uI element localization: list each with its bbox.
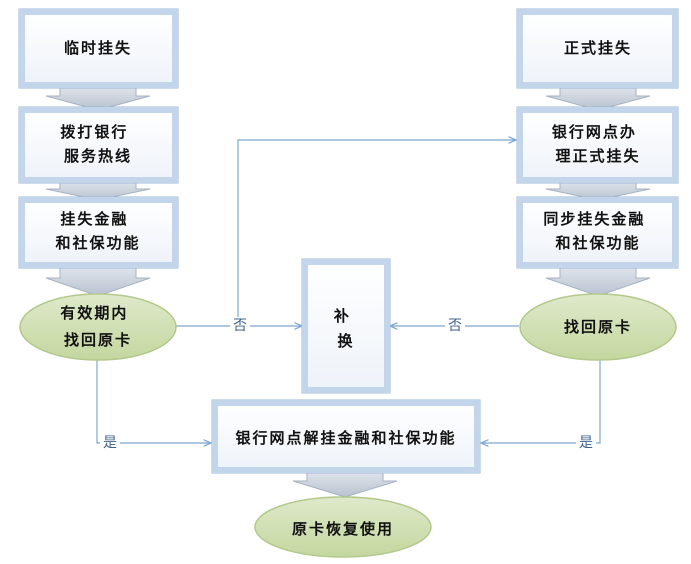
svg-text:银行网点办 理正式挂失: 银行网点办 理正式挂失 [552, 123, 644, 165]
node-temporary-loss: 临时挂失 [18, 8, 179, 89]
node-label: 找回原卡 [564, 318, 632, 336]
node-unfreeze: 银行网点解挂金融和社保功能 [211, 399, 481, 474]
svg-text:挂失金融 和社保功能: 挂失金融 和社保功能 [55, 210, 140, 252]
edge-label-right-no: 否 [445, 317, 465, 335]
edge-label-left-yes: 是 [100, 434, 120, 452]
node-label-line-2: 和社保功能 [555, 234, 640, 252]
node-label-line-2: 换 [337, 332, 354, 350]
node-branch-formal-loss: 银行网点办 理正式挂失 [516, 106, 679, 184]
node-label-line-1: 挂失金融 [60, 210, 128, 228]
node-found-in-period: 有效期内 找回原卡 [19, 293, 177, 361]
node-label-line-2: 理正式挂失 [555, 147, 640, 165]
connector-left-yes [96, 360, 211, 443]
svg-text:补 换: 补 换 [333, 307, 358, 350]
connector-right-yes [481, 360, 601, 443]
node-found-card: 找回原卡 [519, 293, 677, 361]
edge-label-right-yes: 是 [576, 434, 596, 452]
node-label-line-1: 有效期内 [60, 304, 128, 322]
node-label: 正式挂失 [564, 39, 632, 57]
flow-arrow-left-3 [45, 263, 151, 297]
svg-text:同步挂失金融 和社保功能: 同步挂失金融 和社保功能 [543, 210, 652, 252]
edge-label-text: 是 [579, 435, 593, 451]
node-label: 银行网点解挂金融和社保功能 [235, 429, 456, 447]
svg-text:正式挂失: 正式挂失 [564, 39, 632, 57]
node-call-hotline: 拨打银行 服务热线 [18, 106, 179, 184]
flow-arrow-right-3 [545, 263, 651, 297]
node-label: 临时挂失 [64, 39, 132, 57]
node-label-line-2: 和社保功能 [55, 234, 140, 252]
node-reissue: 补 换 [301, 258, 391, 394]
node-label-line-2: 服务热线 [64, 147, 132, 165]
svg-text:找回原卡: 找回原卡 [564, 318, 632, 336]
node-label-line-1: 补 [333, 307, 351, 325]
node-label-line-2: 找回原卡 [64, 331, 132, 349]
node-label-line-1: 拨打银行 [60, 123, 128, 141]
edge-label-text: 否 [233, 318, 247, 334]
node-label-line-1: 同步挂失金融 [543, 210, 645, 228]
node-sync-freeze: 同步挂失金融 和社保功能 [516, 196, 679, 269]
node-formal-loss: 正式挂失 [516, 8, 679, 89]
connector-left-to-formal-loss [237, 140, 516, 318]
node-resume-use: 原卡恢复使用 [254, 496, 432, 558]
svg-text:临时挂失: 临时挂失 [64, 39, 132, 57]
svg-text:原卡恢复使用: 原卡恢复使用 [292, 520, 394, 538]
edge-label-text: 否 [448, 318, 462, 334]
svg-text:有效期内 找回原卡: 有效期内 找回原卡 [60, 304, 135, 349]
node-freeze-functions: 挂失金融 和社保功能 [18, 196, 179, 269]
svg-text:银行网点解挂金融和社保功能: 银行网点解挂金融和社保功能 [235, 429, 456, 447]
edge-label-text: 是 [103, 435, 117, 451]
node-label-line-1: 银行网点办 [552, 123, 637, 141]
node-label: 原卡恢复使用 [292, 520, 394, 538]
edge-label-left-no: 否 [230, 317, 250, 335]
svg-text:拨打银行 服务热线: 拨打银行 服务热线 [60, 123, 135, 165]
